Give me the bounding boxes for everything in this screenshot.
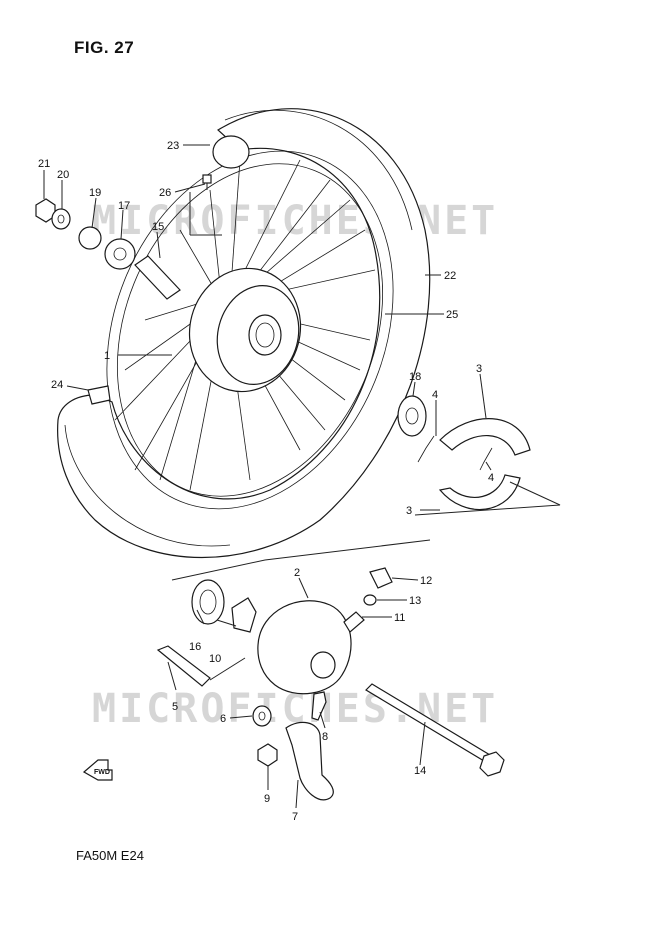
callout-19: 19: [89, 187, 101, 199]
callout-24: 24: [51, 379, 63, 391]
callout-4a: 4: [432, 389, 438, 401]
explode-line-hub: [171, 539, 431, 581]
wheel-assembly: [57, 108, 431, 558]
figure-title: FIG. 27: [74, 38, 135, 57]
cam-shaft-5: [156, 645, 211, 687]
callout-10: 10: [209, 653, 221, 665]
callout-18: 18: [409, 371, 421, 383]
bearing-18: [397, 395, 427, 437]
washer-20-hole: [57, 214, 65, 224]
callout-13: 13: [409, 595, 421, 607]
callout-17: 17: [118, 200, 130, 212]
fitting-12: [369, 567, 393, 589]
callout-21: 21: [38, 158, 50, 170]
callout-9: 9: [264, 793, 270, 805]
axle-14: [365, 683, 505, 777]
callout-25: 25: [446, 309, 458, 321]
callout-6: 6: [220, 713, 226, 725]
oil-seal-16-inner: [199, 589, 217, 615]
oil-seal-16: [191, 579, 225, 625]
brake-panel-boss: [310, 651, 336, 679]
hub-bore: [248, 314, 282, 356]
callout-23: 23: [167, 140, 179, 152]
callout-1: 1: [104, 350, 110, 362]
brake-shoe-upper: [439, 418, 531, 456]
callout-20: 20: [57, 169, 69, 181]
callout-3a: 3: [476, 363, 482, 375]
washer-20: [51, 208, 71, 230]
valve-part-24: [87, 385, 111, 405]
callout-26: 26: [159, 187, 171, 199]
tire-tread-top: [224, 109, 413, 231]
spoke-nipple-26: [202, 174, 212, 190]
explode-line-brake: [414, 481, 561, 516]
collar-19: [78, 226, 102, 250]
forward-arrow-icon: FWD: [82, 759, 113, 781]
washer-13: [363, 594, 377, 606]
washer-6: [252, 705, 272, 727]
callout-14: 14: [414, 765, 426, 777]
callout-12: 12: [420, 575, 432, 587]
explode-line-shaft: [209, 657, 246, 681]
callout-11: 11: [394, 612, 405, 624]
figure-code: FA50M E24: [76, 848, 144, 863]
rim-inner: [116, 163, 384, 497]
bearing-18-inner: [405, 407, 419, 425]
callout-2: 2: [294, 567, 300, 579]
hub-bore-inner: [255, 322, 275, 348]
callout-22: 22: [444, 270, 456, 282]
brake-arm-7: [285, 721, 334, 801]
callout-15: 15: [152, 221, 164, 233]
bolt-8: [311, 691, 327, 721]
forward-arrow-label: FWD: [94, 769, 110, 776]
fitting-11: [343, 611, 365, 633]
bearing-17: [104, 238, 136, 270]
callout-16: 16: [189, 641, 201, 653]
washer-6-hole: [258, 711, 266, 721]
rim-outer: [106, 150, 394, 510]
callout-3b: 3: [406, 505, 412, 517]
callout-8: 8: [322, 731, 328, 743]
nut-9: [257, 743, 278, 767]
callout-4b: 4: [488, 472, 494, 484]
callout-7: 7: [292, 811, 298, 823]
speedometer-gearbox-10: [231, 597, 257, 633]
leader-lines: [43, 144, 492, 809]
brake-shoe-lower: [438, 474, 521, 511]
brake-panel-2: [257, 600, 352, 695]
spring-4b: [479, 447, 493, 471]
bearing-17-inner: [113, 247, 127, 261]
spring-4a: [417, 435, 435, 463]
tire-tread-bottom: [64, 424, 231, 547]
callout-5: 5: [172, 701, 178, 713]
spacer-15: [134, 255, 181, 300]
tube-part-23: [212, 135, 250, 169]
